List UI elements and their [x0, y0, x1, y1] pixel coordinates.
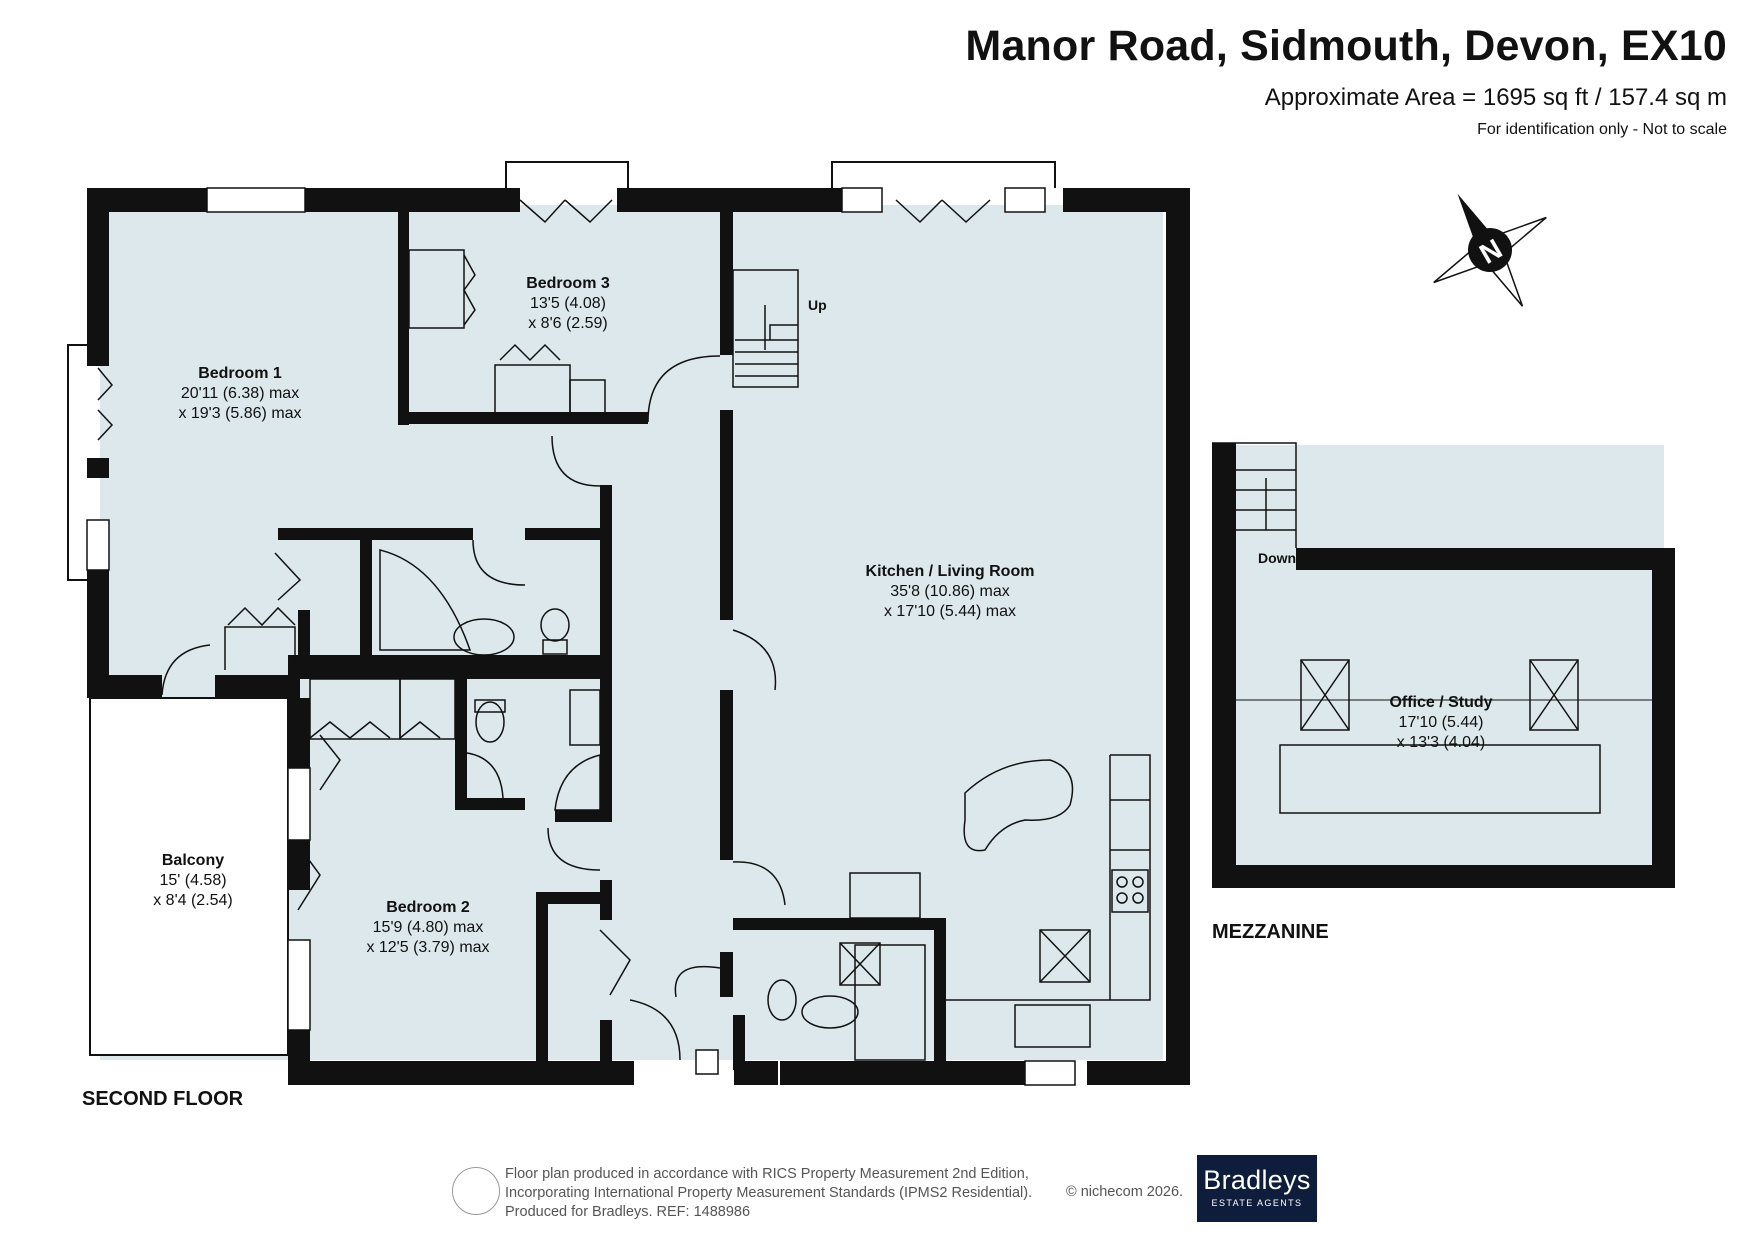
- room-bedroom1: Bedroom 1 20'11 (6.38) max x 19'3 (5.86)…: [178, 365, 301, 422]
- room-kitchen: Kitchen / Living Room 35'8 (10.86) max x…: [866, 563, 1035, 620]
- stairs-up: [732, 269, 799, 388]
- kitchen-dim1: 35'8 (10.86) max: [890, 583, 1010, 600]
- kitchen-dim2: x 17'10 (5.44) max: [884, 603, 1016, 620]
- outer-walls: [87, 188, 1190, 1085]
- stairs-up-label: Up: [808, 297, 827, 313]
- mezzanine-label: MEZZANINE: [1212, 921, 1329, 943]
- scale-note: For identification only - Not to scale: [1477, 121, 1727, 138]
- stairs-down-label: Down: [1258, 550, 1296, 566]
- interior-walls: [278, 205, 946, 1072]
- compass-icon: [1433, 193, 1547, 307]
- bedroom2-dim1: 15'9 (4.80) max: [373, 919, 484, 936]
- balcony-dim1: 15' (4.58): [159, 872, 226, 889]
- office-name: Office / Study: [1389, 694, 1492, 711]
- balcony-name: Balcony: [162, 852, 224, 869]
- footer-line3: Produced for Bradleys. REF: 1488986: [505, 1204, 751, 1220]
- office-dim2: x 13'3 (4.04): [1397, 734, 1485, 751]
- footer-credit: © nichecom 2026.: [1066, 1184, 1184, 1200]
- balcony-dim2: x 8'4 (2.54): [153, 892, 233, 909]
- balcony-area: [89, 697, 289, 1056]
- bedroom3-name: Bedroom 3: [526, 275, 610, 292]
- logo-tag: ESTATE AGENTS: [1211, 1198, 1303, 1208]
- approximate-area: Approximate Area = 1695 sq ft / 157.4 sq…: [1264, 84, 1727, 111]
- floor-fills: [100, 205, 1664, 1060]
- bay-outlines: [67, 161, 1056, 581]
- rics-logo-icon: [452, 1167, 500, 1215]
- footer-line2: Incorporating International Property Mea…: [505, 1185, 1033, 1201]
- bradleys-logo: Bradleys ESTATE AGENTS: [1197, 1155, 1317, 1222]
- mezzanine-walls: [1212, 443, 1675, 888]
- office-dim1: 17'10 (5.44): [1399, 714, 1484, 731]
- room-office: Office / Study 17'10 (5.44) x 13'3 (4.04…: [1389, 694, 1492, 751]
- footer-line1: Floor plan produced in accordance with R…: [505, 1166, 1029, 1182]
- door-swings: [97, 199, 991, 1061]
- kitchen-name: Kitchen / Living Room: [866, 563, 1035, 580]
- bedroom2-name: Bedroom 2: [386, 899, 470, 916]
- mezzanine-fixtures: [1236, 659, 1652, 814]
- sanitary: [379, 549, 1091, 1061]
- wardrobes: [224, 249, 606, 791]
- bedroom1-dim2: x 19'3 (5.86) max: [178, 405, 301, 422]
- room-bedroom3: Bedroom 3 13'5 (4.08) x 8'6 (2.59): [526, 275, 610, 332]
- mezzanine-fill: [1236, 445, 1664, 870]
- property-title: Manor Road, Sidmouth, Devon, EX10: [965, 22, 1727, 70]
- bedroom1-dim1: 20'11 (6.38) max: [181, 385, 299, 402]
- logo-name: Bradleys: [1203, 1165, 1311, 1195]
- bedroom3-dim1: 13'5 (4.08): [530, 295, 606, 312]
- bedroom3-dim2: x 8'6 (2.59): [528, 315, 608, 332]
- bedroom1-name: Bedroom 1: [198, 365, 282, 382]
- bedroom2-dim2: x 12'5 (3.79) max: [366, 939, 489, 956]
- second-floor-label: SECOND FLOOR: [82, 1088, 244, 1110]
- kitchen-units: [849, 754, 1151, 1001]
- footer-text: Floor plan produced in accordance with R…: [505, 1165, 1032, 1222]
- mezzanine-stairs: [1212, 442, 1297, 548]
- windows: [86, 187, 1076, 1086]
- room-balcony: Balcony 15' (4.58) x 8'4 (2.54): [153, 852, 233, 909]
- room-bedroom2: Bedroom 2 15'9 (4.80) max x 12'5 (3.79) …: [366, 899, 489, 956]
